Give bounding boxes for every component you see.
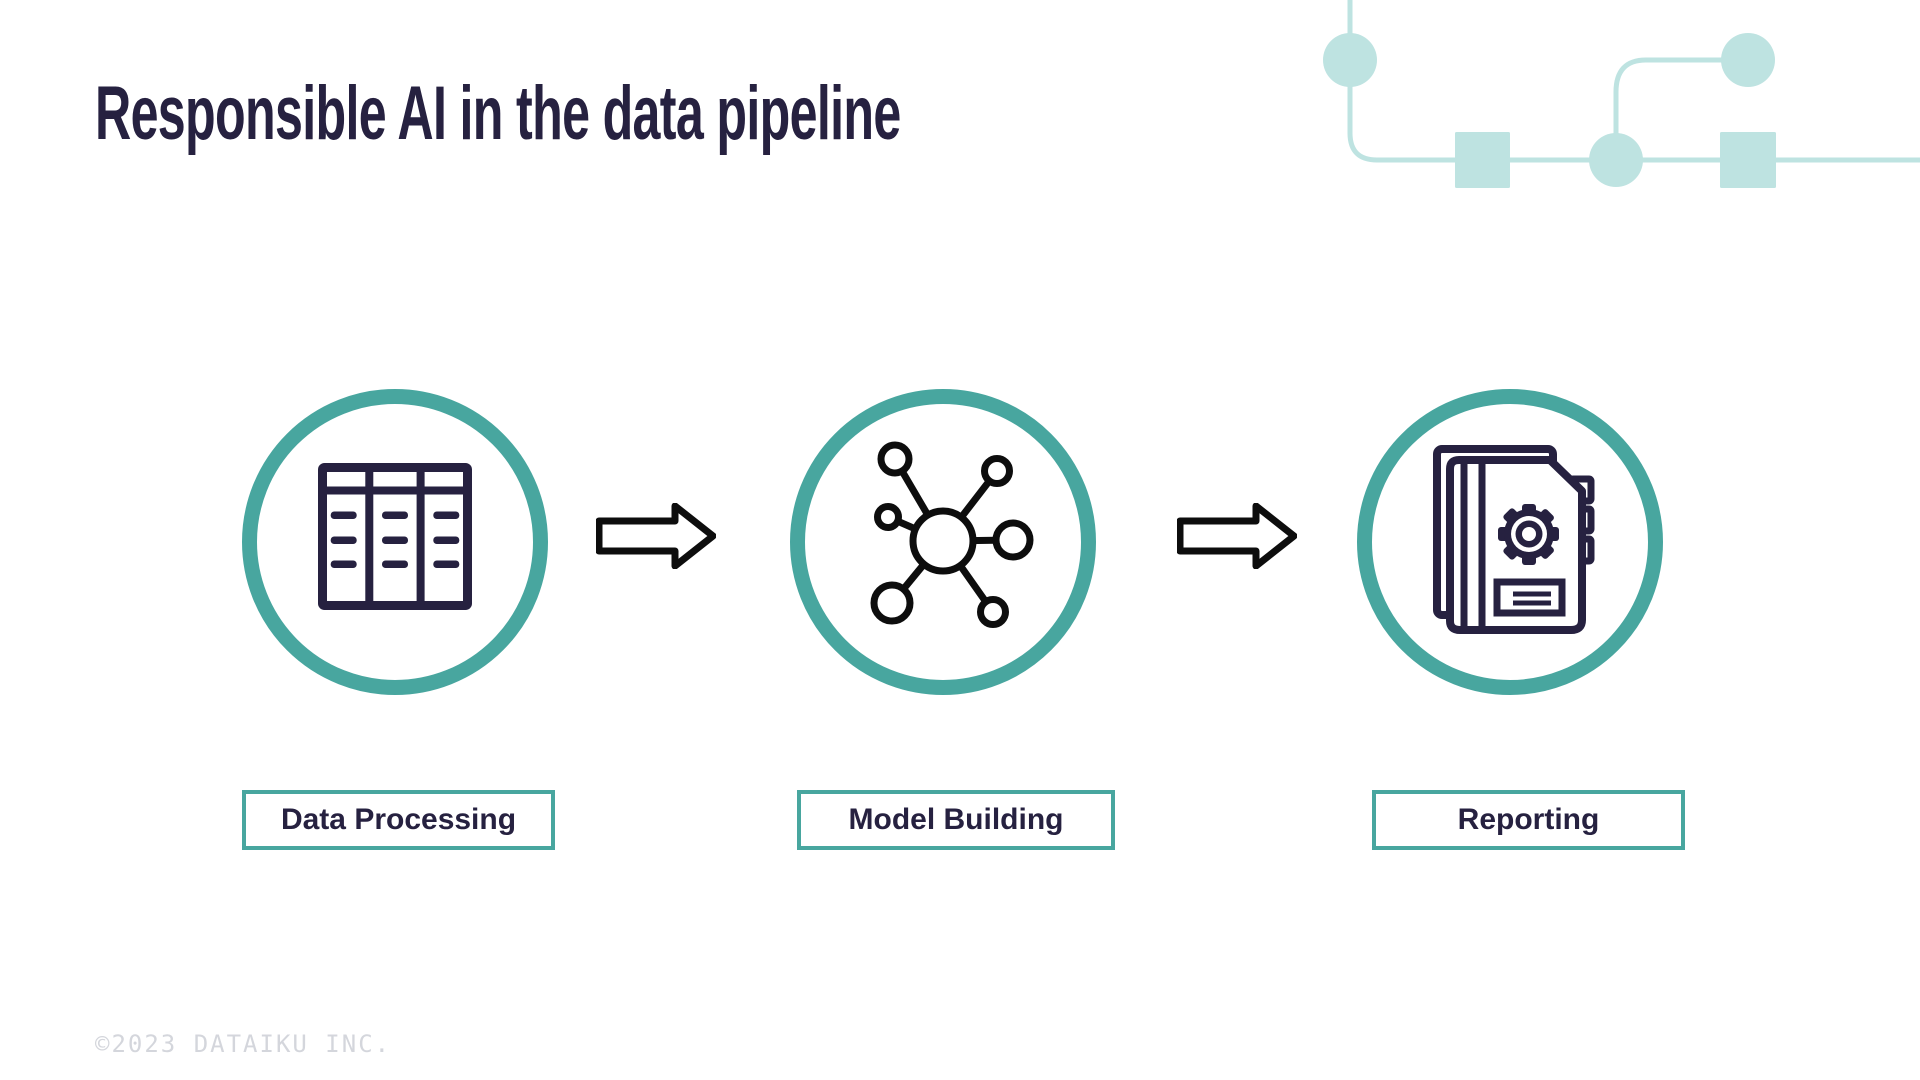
page-title: Responsible AI in the data pipeline bbox=[95, 71, 901, 156]
flow-line-main bbox=[1347, 0, 1920, 163]
stage-label-text: Model Building bbox=[848, 803, 1064, 836]
pipeline-flow-decoration bbox=[1323, 0, 1920, 188]
deco-circle-3 bbox=[1721, 33, 1775, 87]
data-table-icon bbox=[318, 463, 472, 610]
stage-label-text: Data Processing bbox=[280, 803, 517, 836]
deco-square-1 bbox=[1455, 132, 1510, 188]
notebook-gear-icon bbox=[1433, 445, 1595, 634]
deco-circle-2 bbox=[1589, 133, 1643, 187]
deco-square-2 bbox=[1720, 132, 1776, 188]
arrow-right-icon bbox=[596, 503, 716, 569]
flow-line-branch bbox=[1613, 57, 1748, 160]
stage-label-model-building: Model Building bbox=[797, 790, 1115, 850]
gear-glyph bbox=[1498, 504, 1559, 565]
stage-label-data-processing: Data Processing bbox=[242, 790, 555, 850]
stage-label-text: Reporting bbox=[1457, 803, 1600, 836]
stage-label-reporting: Reporting bbox=[1372, 790, 1685, 850]
arrow-right-icon bbox=[1177, 503, 1297, 569]
network-nodes-icon bbox=[870, 441, 1034, 628]
copyright-footer: ©2023 DATAIKU INC. bbox=[95, 1030, 392, 1058]
deco-circle-1 bbox=[1323, 33, 1377, 87]
